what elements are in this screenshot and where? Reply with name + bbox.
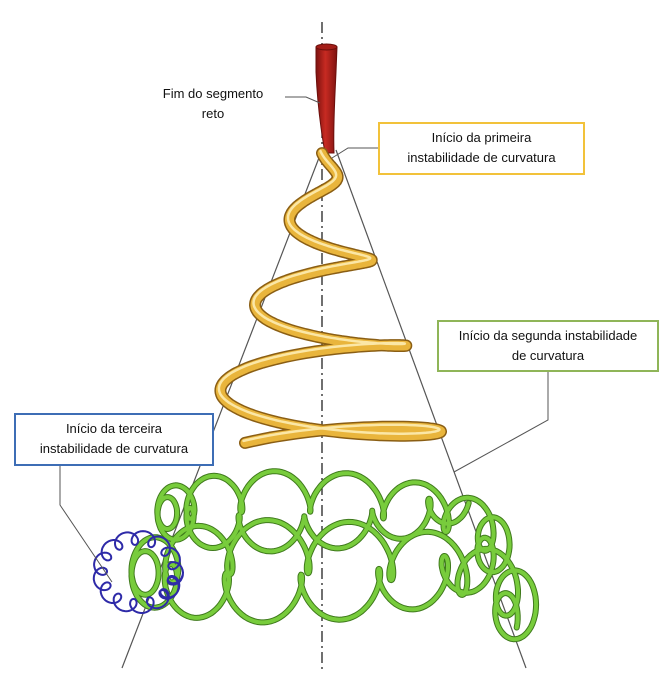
first-instability-helix (219, 151, 441, 443)
straight-segment (316, 47, 337, 153)
leader-third-instability (60, 466, 112, 582)
leader-end-straight (285, 97, 320, 103)
box-second-line1: Início da segunda instabilidade (439, 326, 657, 346)
label-end-straight-line1: Fim do segmento (163, 86, 263, 101)
box-first-instability: Início da primeira instabilidade de curv… (378, 122, 585, 175)
box-second-instability: Início da segunda instabilidade de curva… (437, 320, 659, 372)
box-third-instability: Início da terceira instabilidade de curv… (14, 413, 214, 466)
second-instability-coils (132, 471, 537, 639)
box-third-line1: Início da terceira (16, 419, 212, 439)
label-end-straight-line2: reto (202, 106, 224, 121)
leader-second-instability (454, 371, 548, 472)
straight-segment-top (316, 44, 337, 50)
box-second-line2: de curvatura (439, 346, 657, 366)
box-third-line2: instabilidade de curvatura (16, 439, 212, 459)
box-first-line1: Início da primeira (380, 128, 583, 148)
box-first-line2: instabilidade de curvatura (380, 148, 583, 168)
label-end-straight-segment: Fim do segmento reto (138, 84, 288, 124)
